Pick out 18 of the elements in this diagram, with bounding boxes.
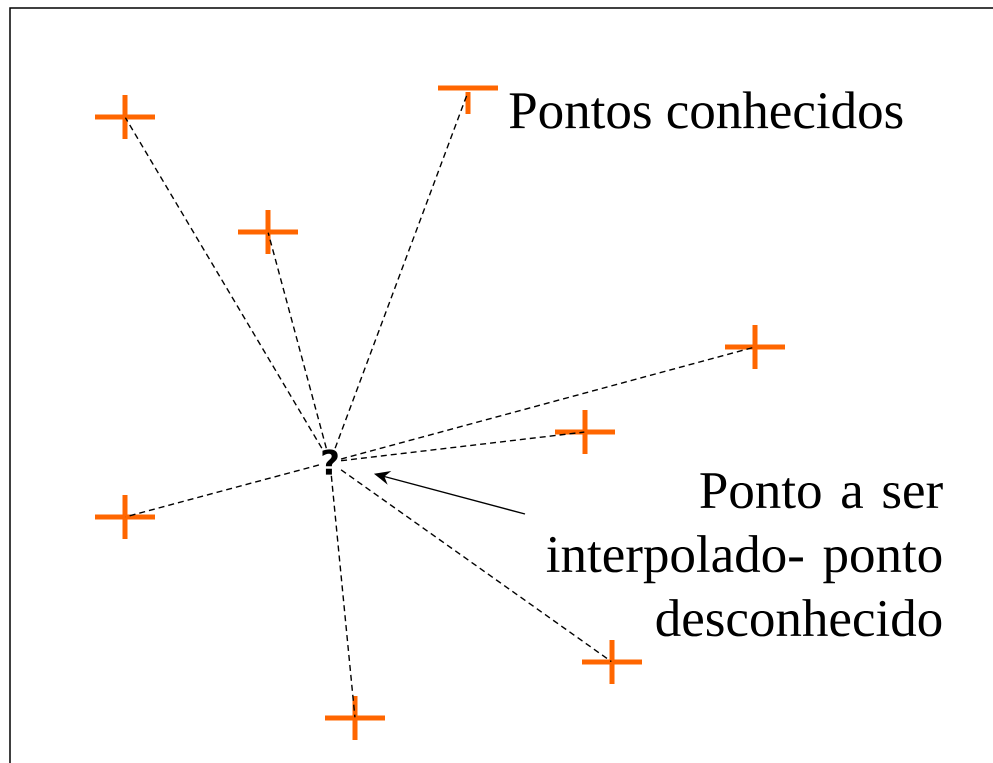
dashed-line bbox=[340, 431, 584, 462]
cross-marker bbox=[580, 638, 644, 686]
dashed-line bbox=[268, 232, 327, 448]
dashed-line bbox=[124, 117, 322, 449]
cross-marker bbox=[92, 492, 158, 542]
cross-marker bbox=[722, 322, 788, 372]
cross-marker bbox=[552, 408, 618, 456]
cross-marker bbox=[236, 208, 300, 256]
dashed-line bbox=[126, 464, 320, 518]
callout-text: Ponto a ser interpolado- ponto desconhecido bbox=[546, 473, 943, 636]
label-text: Pontos conhecidos bbox=[510, 91, 902, 129]
cross-marker bbox=[436, 86, 500, 116]
cross-marker bbox=[92, 92, 158, 142]
question-mark: ? bbox=[322, 449, 338, 475]
dashed-line bbox=[340, 346, 754, 460]
cross-marker bbox=[322, 694, 388, 742]
dashed-line bbox=[330, 476, 356, 718]
dashed-line bbox=[340, 469, 612, 662]
